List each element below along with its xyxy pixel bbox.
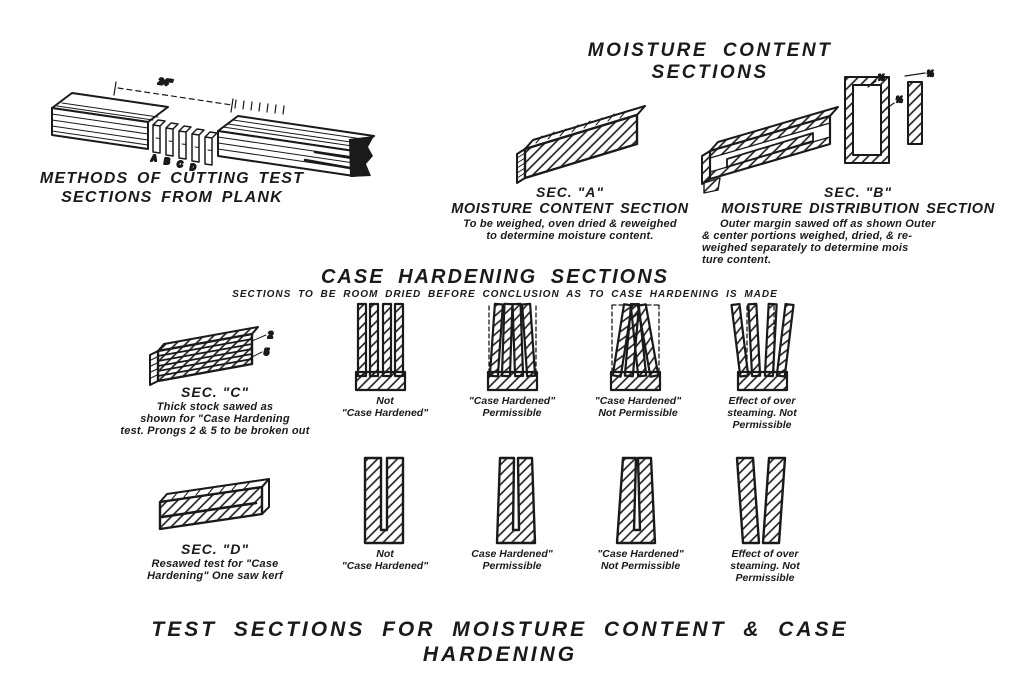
sec-d-caption: SEC. "D" Resawed test for "Case Hardenin… [110, 541, 320, 582]
sec-a-desc1: To be weighed, oven dried & reweighed [463, 217, 677, 230]
sec-b-caption: SEC. "B" MOISTURE DISTRIBUTION SECTION O… [702, 184, 1014, 266]
prong-label-3-line2: Not Permissible [598, 407, 678, 420]
prong-label-1: Not "Case Hardened" [310, 395, 460, 419]
section-letter-a: A [150, 154, 157, 163]
case-hardening-title: CASE HARDENING SECTIONS [320, 266, 670, 288]
figure-main-title: TEST SECTIONS FOR MOISTURE CONTENT & CAS… [151, 618, 849, 666]
sec-b-desc2: & center portions weighed, dried, & re- [702, 229, 913, 242]
kerf-label-1-line1: Not [376, 548, 394, 560]
prong-comb-strong-pinch [609, 302, 662, 392]
cut-slabs [152, 119, 218, 166]
kerf-label-3: "Case Hardened" Not Permissible [563, 548, 718, 572]
prong-test-row [354, 302, 795, 392]
sec-a-drawing [516, 105, 646, 184]
section-letter-d: D [190, 163, 196, 172]
kerf-label-4-line3: Permissible [735, 572, 795, 585]
prong-label-1-line2: "Case Hardened" [341, 407, 429, 420]
kerf-label-3-line2: Not Permissible [600, 560, 681, 573]
section-letter-b: B [164, 157, 170, 166]
plank-methods-caption: METHODS OF CUTTING TEST SECTIONS FROM PL… [22, 170, 322, 208]
dim-frame-side: ½ [896, 95, 903, 104]
prong-number-5: 5 [264, 347, 270, 357]
kerf-label-1: Not "Case Hardened" [310, 548, 460, 572]
prong-label-3-line1: "Case Hardened" [594, 395, 682, 407]
sec-c-drawing: 2 5 [149, 326, 274, 386]
sec-c-caption: SEC. "C" Thick stock sawed as shown for … [95, 384, 335, 437]
prong-comb-straight [354, 302, 407, 392]
kerf-label-4: Effect of over steaming. Not Permissible [690, 548, 840, 584]
sec-c-desc1: Thick stock sawed as [156, 400, 274, 413]
kerf-block-strong-pinch [615, 456, 657, 545]
sec-a-desc2: to determine moisture content. [486, 229, 654, 242]
sec-b-name: SEC. "B" [824, 184, 892, 200]
prong-label-2-line2: Permissible [482, 407, 542, 420]
sec-c-desc2: shown for "Case Hardening [140, 412, 290, 425]
sec-b-subtitle: MOISTURE DISTRIBUTION SECTION [721, 200, 995, 217]
kerf-block-slight-pinch [495, 456, 537, 545]
sawed-off-chip [703, 177, 721, 194]
prong-label-4: Effect of over steaming. Not Permissible [687, 395, 837, 431]
kerf-label-2: Case Hardened" Permissible [437, 548, 587, 572]
sec-d-name: SEC. "D" [181, 541, 249, 557]
sec-d-desc1: Resawed test for "Case [151, 557, 279, 570]
sec-d-desc2: Hardening" One saw kerf [147, 569, 283, 582]
prong-label-4-line2: steaming. Not [727, 407, 797, 420]
kerf-test-row [363, 456, 787, 545]
sec-b-desc1: Outer margin sawed off as shown Outer [720, 217, 936, 230]
moisture-content-sections-title: MOISTURE CONTENT SECTIONS [587, 40, 833, 84]
prong-label-4-line3: Permissible [732, 419, 792, 432]
saw-kerf-line [160, 501, 258, 519]
kerf-label-2-line1: Case Hardened" [471, 548, 553, 560]
kerf-label-4-line2: steaming. Not [730, 560, 800, 573]
kerf-label-3-line1: "Case Hardened" [597, 548, 684, 560]
sec-d-drawing [158, 478, 270, 531]
sec-c-desc3: test. Prongs 2 & 5 to be broken out [120, 424, 310, 437]
plank-caption-line2: SECTIONS FROM PLANK [61, 188, 283, 206]
sec-a-name: SEC. "A" [536, 184, 604, 200]
prong-label-3: "Case Hardened" Not Permissible [563, 395, 713, 419]
plank-caption-line1: METHODS OF CUTTING TEST [39, 170, 305, 187]
prong-label-2-line1: "Case Hardened" [468, 395, 556, 407]
sec-a-subtitle: MOISTURE CONTENT SECTION [451, 200, 689, 217]
kerf-label-4-line1: Effect of over [731, 548, 799, 560]
prong-comb-splayed [730, 302, 795, 392]
prong-label-1-line1: Not [376, 395, 394, 407]
prong-number-2: 2 [267, 330, 273, 340]
kerf-block-straight [363, 456, 405, 545]
kerf-label-2-line2: Permissible [482, 560, 542, 573]
dim-frame-top: ½ [878, 73, 885, 82]
sec-b-desc3: weighed separately to determine mois [702, 241, 909, 254]
plank-cutting-illustration: 24" A B C D [51, 75, 375, 177]
kerf-block-splayed [735, 456, 787, 545]
end-view-frame [844, 76, 890, 164]
section-letter-c: C [177, 160, 183, 169]
dim-strip-top: ½ [927, 69, 934, 78]
center-portion-stick [726, 132, 814, 168]
kerf-label-1-line2: "Case Hardened" [341, 560, 429, 573]
sec-b-desc4: ture content. [702, 253, 772, 266]
prong-comb-slight-pinch [486, 302, 539, 392]
sec-b-drawing: ½ ½ ½ [701, 68, 935, 194]
end-view-strip [907, 81, 923, 145]
case-hardening-subtitle: SECTIONS TO BE ROOM DRIED BEFORE CONCLUS… [232, 289, 778, 300]
prong-label-4-line1: Effect of over [728, 395, 796, 407]
sec-c-name: SEC. "C" [181, 384, 249, 400]
plank-dimension-label: 24" [157, 76, 174, 88]
sec-a-caption: SEC. "A" MOISTURE CONTENT SECTION To be … [425, 184, 715, 242]
prong-label-2: "Case Hardened" Permissible [437, 395, 587, 419]
rough-broken-end [349, 136, 374, 177]
